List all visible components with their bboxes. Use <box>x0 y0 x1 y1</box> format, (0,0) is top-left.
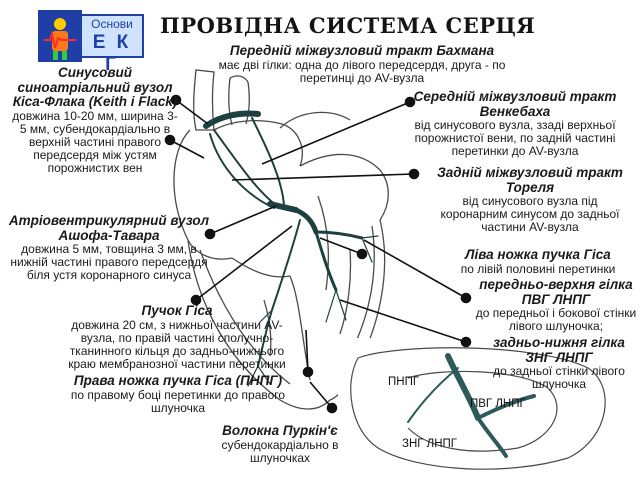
label-posterior-branch-text: до задньої стінки лівого шлуночка <box>493 364 625 391</box>
label-right-bundle: Права ножка пучка Гіса (ПНПГ) по правому… <box>60 373 296 415</box>
label-wenckebach-heading: Середній міжвузловий тракт Венкебаха <box>413 89 617 119</box>
label-purkinje: Волокна Пуркін'є субендокардіально в шлу… <box>206 423 354 465</box>
label-wenckebach: Середній міжвузловий тракт Венкебаха від… <box>392 89 638 158</box>
label-his-text: довжина 20 см, з нижньої частини AV-вузл… <box>68 317 286 371</box>
label-bachmann: Передній міжвузловий тракт Бахмана має д… <box>206 43 518 85</box>
label-sa-node: Синусовий синоатріальний вузол Кіса-Флак… <box>10 65 180 175</box>
label-av-node-text: довжина 5 мм, товщина 3 мм, в нижній час… <box>10 242 208 282</box>
label-purkinje-heading: Волокна Пуркін'є <box>222 423 338 438</box>
label-sa-node-text: довжина 10-20 мм, ширина 3-5 мм, субендо… <box>12 108 178 175</box>
label-anterior-branch-heading: передньо-верхня гілка ПВГ ЛНПГ <box>479 277 633 307</box>
logo-bottom-text: Е К Г <box>92 32 132 75</box>
label-wenckebach-text: від синусового вузла, ззаді верхньої пор… <box>414 118 616 158</box>
label-av-node-heading: Атріовентрикулярний вузол Ашофа-Тавара <box>8 213 210 243</box>
label-his: Пучок Гіса довжина 20 см, з нижньої част… <box>56 303 298 371</box>
label-purkinje-text: субендокардіально в шлуночках <box>221 437 339 465</box>
label-left-bundle-text: по лівій половині перетинки <box>460 261 616 276</box>
label-left-bundle-heading: Ліва ножка пучка Гіса <box>465 247 611 262</box>
label-his-heading: Пучок Гіса <box>141 303 213 318</box>
logo: Основи Е К Г <box>38 10 148 75</box>
label-anterior-branch-text: до передньої і бокової стінки лівого шлу… <box>475 306 637 333</box>
label-right-bundle-text: по правому боці перетинки до правого шлу… <box>70 387 286 415</box>
logo-top-text: Основи <box>91 17 133 31</box>
label-posterior-branch-heading: задньо-нижня гілка ЗНГ ЛНПГ <box>493 335 625 365</box>
logo-frame <box>80 14 144 58</box>
label-left-bundle: Ліва ножка пучка Гіса по лівій половині … <box>440 247 636 276</box>
label-right-bundle-heading: Права ножка пучка Гіса (ПНПГ) <box>73 373 283 388</box>
inset-label-zng: ЗНГ ЛНПГ <box>402 438 458 450</box>
label-posterior-branch: задньо-нижня гілка ЗНГ ЛНПГ до задньої с… <box>484 335 634 391</box>
inset-label-pnpg: ПНПГ <box>388 376 420 388</box>
label-thorel: Задній міжвузловий тракт Тореля від сину… <box>430 165 630 234</box>
label-sa-node-heading: Синусовий синоатріальний вузол Кіса-Флак… <box>12 65 178 109</box>
label-bachmann-text: має дві гілки: одна до лівого передсердя… <box>218 57 506 85</box>
label-anterior-branch: передньо-верхня гілка ПВГ ЛНПГ до передн… <box>474 277 638 333</box>
ventricle-cross-section <box>338 338 628 474</box>
label-thorel-heading: Задній міжвузловий тракт Тореля <box>437 165 623 195</box>
label-bachmann-heading: Передній міжвузловий тракт Бахмана <box>229 43 495 58</box>
page-title: ПРОВІДНА СИСТЕМА СЕРЦЯ <box>160 13 536 38</box>
label-thorel-text: від синусового вузла під коронарним сину… <box>440 194 620 234</box>
logo-figure-icon <box>38 10 82 62</box>
inset-label-pvg: ПВГ ЛНПГ <box>470 398 526 410</box>
label-av-node: Атріовентрикулярний вузол Ашофа-Тавара д… <box>4 213 214 282</box>
